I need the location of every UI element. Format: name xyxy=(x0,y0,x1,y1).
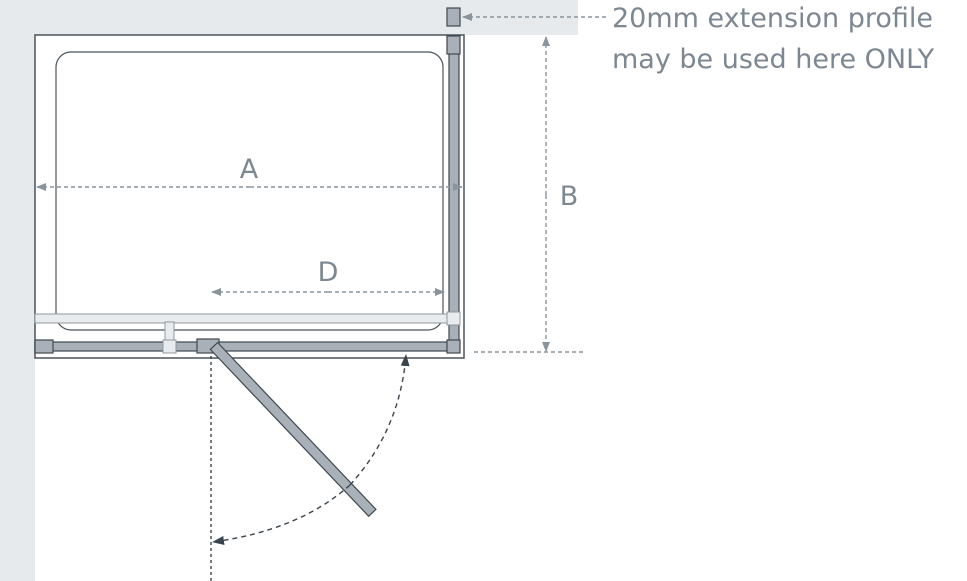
extension-profile xyxy=(446,7,461,27)
left-wall xyxy=(0,0,35,581)
side-panel-profile xyxy=(448,51,460,348)
glass-support-stem xyxy=(164,321,175,343)
dimension-b-label: B xyxy=(560,181,579,212)
door-swing-arc-inward xyxy=(349,354,410,486)
shower-tray-inner xyxy=(55,51,444,331)
front-panel-profile xyxy=(34,341,460,352)
door-swing-arc-outward xyxy=(212,484,351,545)
dimension-a-label: A xyxy=(240,154,259,185)
extension-note-line1: 20mm extension profile xyxy=(612,3,933,34)
side-wall-profile xyxy=(446,35,461,55)
extension-note-line2: may be used here ONLY xyxy=(612,44,935,75)
corner-post xyxy=(446,339,461,354)
front-glass-joint xyxy=(162,339,177,354)
shower-tray-outer xyxy=(34,34,465,359)
dimension-d-label: D xyxy=(318,257,339,288)
back-wall xyxy=(0,0,578,35)
side-panel-glass-joint xyxy=(446,311,461,326)
pivot-door xyxy=(209,341,377,518)
front-wall-profile xyxy=(34,339,54,354)
inline-glass-panel xyxy=(34,313,449,324)
